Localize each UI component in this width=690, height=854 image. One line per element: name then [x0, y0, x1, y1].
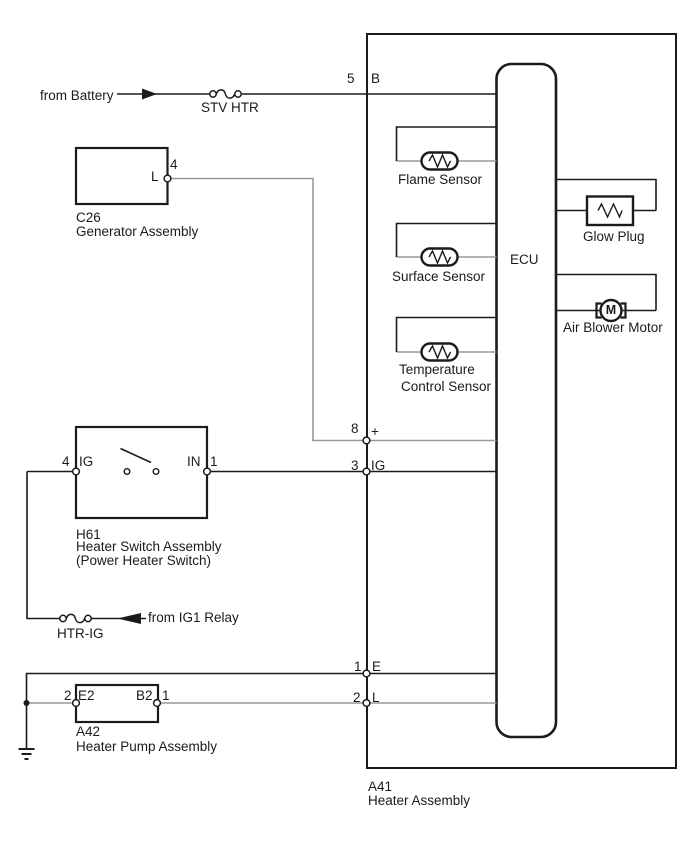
junction-dot	[23, 700, 30, 706]
resistor-zigzag-icon	[428, 249, 452, 265]
pump-pin-right-number: 1	[162, 688, 170, 703]
temp-sensor-label-line1: Temperature	[399, 362, 475, 377]
temp-sensor-label-line2: Control Sensor	[401, 379, 492, 394]
motor-left-bracket-icon	[595, 302, 602, 319]
pin1-name: E	[372, 659, 382, 674]
surface-sensor-label: Surface Sensor	[392, 269, 486, 284]
from-ig1-label: from IG1 Relay	[148, 610, 239, 625]
pump-name: Heater Pump Assembly	[76, 739, 218, 754]
pump-pin-left-name: E2	[78, 688, 95, 703]
switch-pin-left-name: IG	[79, 454, 94, 469]
flame-sensor-upper-wire	[395, 126, 497, 161]
glow-plug-symbol	[585, 195, 635, 227]
pump-pin-right-name: B2	[136, 688, 153, 703]
flame-sensor-symbol	[420, 151, 459, 171]
resistor-zigzag-icon	[597, 202, 623, 219]
ecu-label: ECU	[510, 252, 539, 267]
heater-pin1-connector	[362, 669, 371, 678]
pin2-number: 2	[353, 690, 361, 705]
resistor-zigzag-icon	[428, 344, 452, 360]
pump-pin1-connector	[152, 698, 162, 708]
switch-name: Heater Switch Assembly	[76, 539, 222, 554]
switch-pin-right-name: IN	[187, 454, 201, 469]
motor-letter: M	[605, 303, 617, 317]
pin3-name: IG	[371, 458, 386, 473]
generator-to-ecu-wire	[169, 177, 497, 442]
switch-pin-right-number: 1	[210, 454, 218, 469]
switch-contact-right	[152, 468, 160, 476]
ecu-box	[495, 62, 558, 739]
pump-pin-left-number: 2	[64, 688, 72, 703]
pin5-number: 5	[347, 71, 355, 86]
pump-code: A42	[76, 724, 101, 739]
pin5-name: B	[371, 71, 381, 86]
heater-pin3-connector	[362, 467, 371, 476]
pin2-name: L	[372, 690, 380, 705]
heater-assembly-name: Heater Assembly	[368, 793, 471, 808]
generator-pin-name: L	[151, 169, 159, 184]
pin8-name: +	[371, 424, 379, 439]
surface-sensor-upper-wire	[395, 222, 497, 257]
generator-code: C26	[76, 210, 101, 225]
surface-sensor-symbol	[420, 247, 459, 267]
pin-connectors	[71, 174, 371, 708]
flame-sensor-label: Flame Sensor	[398, 172, 483, 187]
htr-ig-fuse-icon	[59, 613, 92, 624]
pin8-number: 8	[351, 421, 359, 436]
temp-sensor-symbol	[420, 342, 459, 362]
motor-right-bracket-icon	[620, 302, 627, 319]
heater-pin8-connector	[362, 436, 371, 445]
pin3-number: 3	[351, 458, 359, 473]
generator-name: Generator Assembly	[76, 224, 199, 239]
air-blower-motor-symbol	[595, 298, 627, 323]
pin1-number: 1	[354, 659, 362, 674]
generator-pin-number: 4	[170, 157, 178, 172]
air-blower-label: Air Blower Motor	[563, 320, 663, 335]
switch-pin4-connector	[71, 467, 81, 476]
gray-wires	[26, 160, 497, 704]
switch-blade-icon	[120, 447, 152, 464]
from-battery-label: from Battery	[40, 88, 114, 103]
ecu-e-to-ground-wire	[25, 672, 497, 749]
temp-sensor-upper-wire	[395, 316, 497, 352]
switch-subname: (Power Heater Switch)	[76, 553, 212, 568]
pump-pin2-connector	[71, 698, 81, 708]
glow-plug-label: Glow Plug	[583, 229, 645, 244]
heater-pin2-connector	[362, 698, 371, 708]
motor-circle-icon	[599, 298, 623, 323]
ground-icon	[18, 748, 35, 760]
battery-arrow-icon	[142, 88, 157, 100]
switch-code: H61	[76, 527, 101, 542]
heater-assembly-box	[366, 33, 677, 769]
ig1-arrow-icon	[117, 613, 141, 624]
resistor-zigzag-icon	[428, 153, 452, 169]
heater-assembly-code: A41	[368, 779, 393, 794]
switch-pin1-connector	[202, 467, 212, 476]
stv-htr-fuse-label: STV HTR	[201, 100, 259, 115]
stv-htr-fuse-icon	[209, 89, 242, 99]
generator-pin4-connector	[163, 174, 172, 183]
switch-pin-left-number: 4	[62, 454, 70, 469]
htr-ig-fuse-label: HTR-IG	[57, 626, 104, 641]
heater-switch-box	[74, 425, 209, 520]
switch-contact-left	[123, 468, 131, 476]
